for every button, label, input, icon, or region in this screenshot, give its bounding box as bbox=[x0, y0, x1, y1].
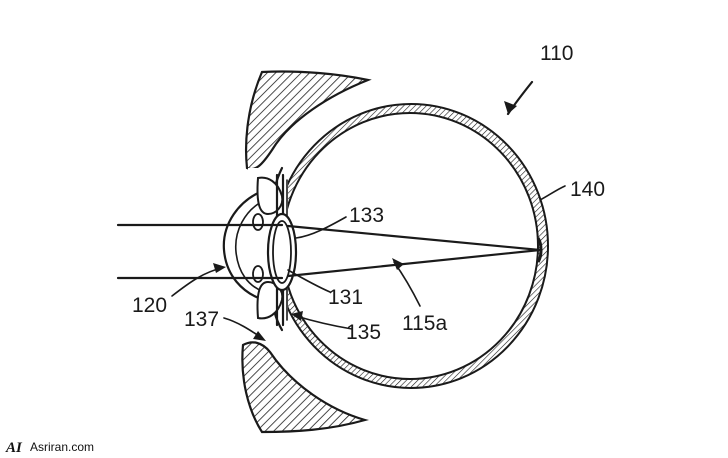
label-133: 133 bbox=[349, 204, 384, 227]
ray-to-retina-upper bbox=[286, 224, 542, 252]
label-110: 110 bbox=[540, 42, 573, 65]
label-120: 120 bbox=[132, 294, 167, 317]
ray-to-retina-lower bbox=[286, 248, 542, 278]
cornea bbox=[222, 188, 267, 302]
lens-inner bbox=[272, 220, 292, 284]
retina-mark bbox=[536, 237, 543, 263]
watermark: AI Asriran.com bbox=[5, 440, 94, 456]
label-137: 137 bbox=[184, 308, 219, 331]
watermark-site: Asriran.com bbox=[30, 440, 94, 454]
watermark-logo: AI bbox=[5, 440, 23, 456]
label-115a: 115a bbox=[402, 312, 447, 335]
zonule-upper bbox=[252, 213, 264, 231]
label-135: 135 bbox=[346, 321, 381, 344]
upper-eyelid bbox=[244, 70, 372, 171]
label-140: 140 bbox=[570, 178, 605, 201]
label-131: 131 bbox=[328, 286, 363, 309]
zonule-lower bbox=[252, 265, 264, 283]
lower-eyelid bbox=[241, 341, 370, 434]
